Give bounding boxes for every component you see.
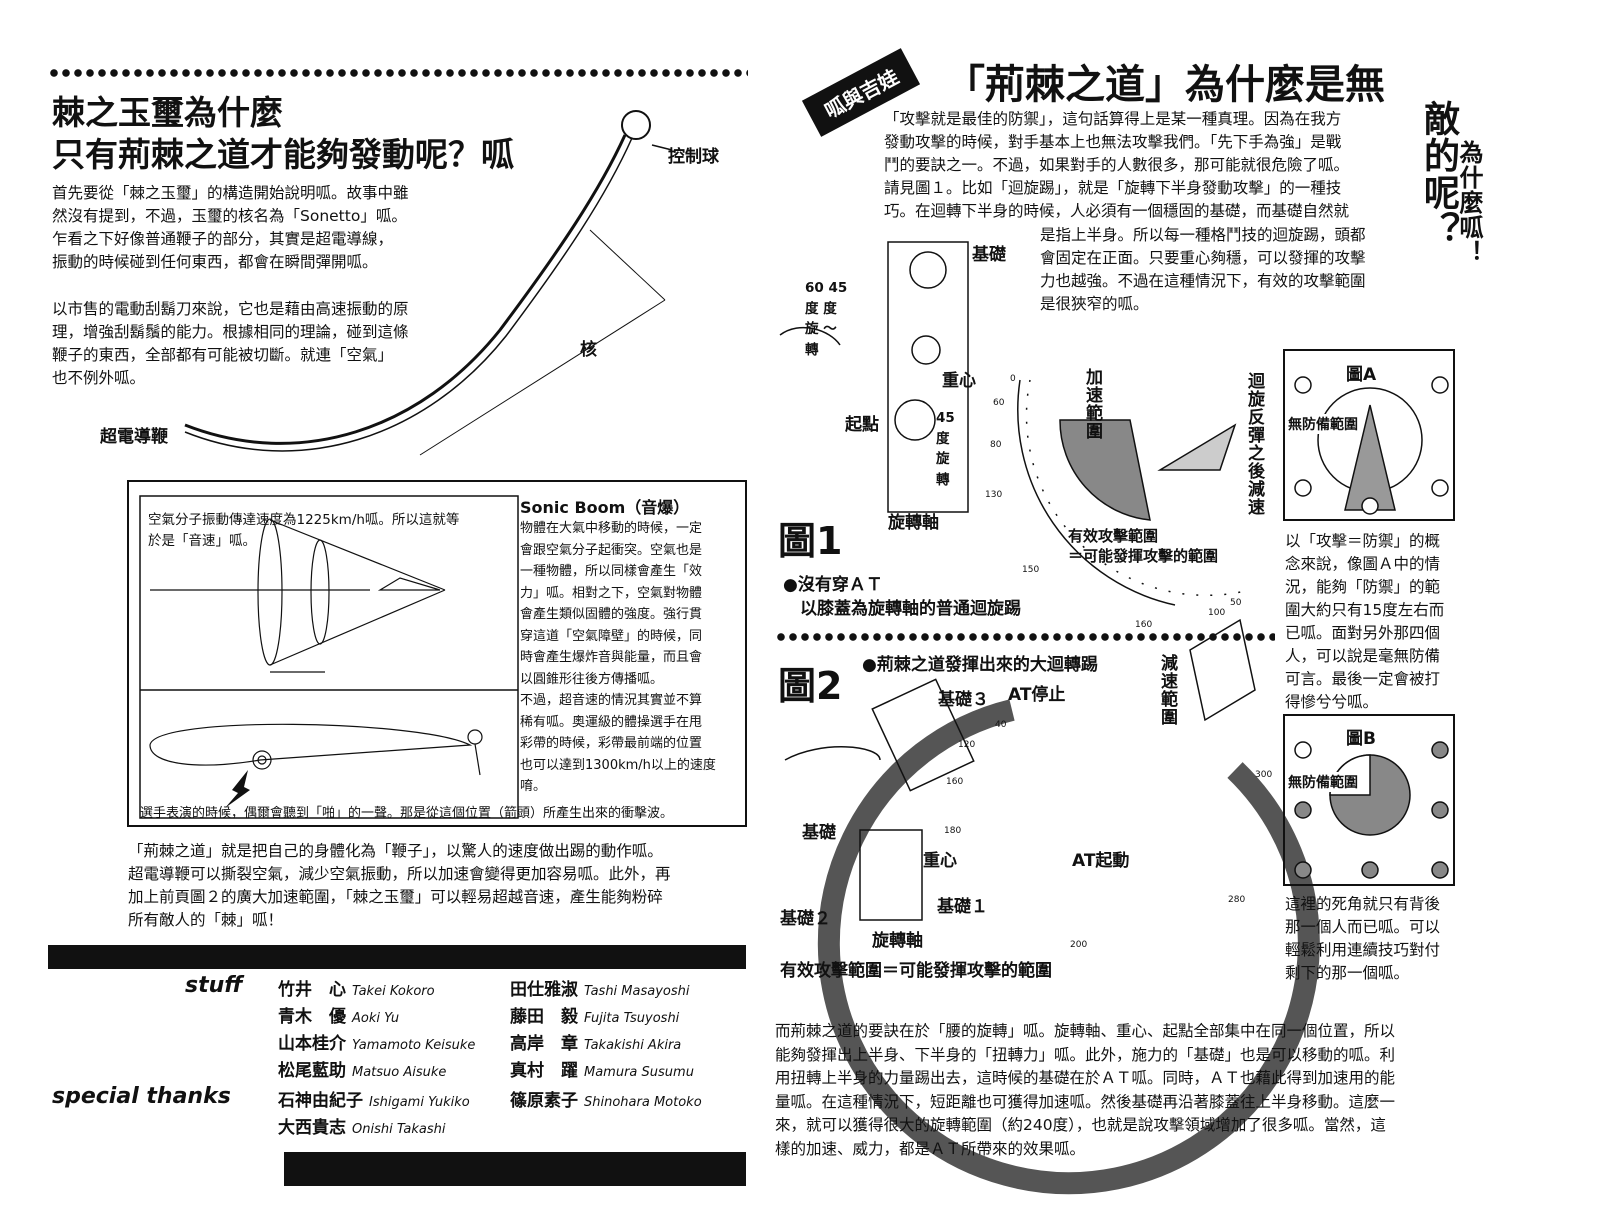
fig1-label-base: 基礎 (972, 245, 1006, 265)
fig1-caption-1: ●沒有穿ＡＴ (783, 575, 883, 595)
fig2-tick: 300 (1255, 770, 1273, 780)
fig2-label-at-stop: AT停止 (1008, 685, 1066, 705)
fig2-label-base: 基礎 (802, 823, 836, 843)
special-thanks-label: special thanks (52, 1084, 231, 1109)
whip-illustration (184, 110, 673, 456)
label-whip: 超電導鞭 (100, 427, 168, 447)
left-paragraph-3: 「荊棘之道」就是把自己的身體化為「鞭子」，以驚人的速度做出踢的動作呱。 超電導鞭… (128, 842, 671, 929)
diagram-a-label: 無防備範圍 (1288, 414, 1358, 434)
fig1-label-center: 重心 (942, 371, 976, 391)
fig1-label-angle: 60 45 度 度 旋 〜 轉 (805, 280, 848, 358)
dotted-divider (775, 632, 1275, 642)
fig2-label-base3: 基礎３ (938, 690, 989, 710)
fig1-tick: 60 (993, 398, 1005, 408)
figure-2-number: 圖2 (778, 664, 843, 708)
fig2-label-effective: 有效攻擊範圍＝可能發揮攻擊的範圍 (780, 961, 1052, 981)
fig2-label-base1: 基礎１ (937, 897, 988, 917)
fig1-tick: 50 (1230, 598, 1242, 608)
right-title-vertical: 敵的呢？ (1418, 100, 1459, 248)
fig2-tick: 180 (944, 826, 962, 836)
fig1-label-effective: 有效攻擊範圍 ＝可能發揮攻擊的範圍 (1068, 527, 1219, 565)
fig2-tick: 160 (946, 777, 964, 787)
fig2-label-axis: 旋轉軸 (872, 931, 923, 951)
diagram-b-title: 圖B (1346, 729, 1376, 749)
right-paragraph-2: 而荊棘之道的要訣在於「腰的旋轉」呱。旋轉軸、重心、起點全部集中在同一個位置，所以… (775, 1022, 1396, 1158)
fig2-tick: 280 (1228, 895, 1246, 905)
diagram-b-label: 無防備範圍 (1288, 772, 1358, 792)
diagram-b-text: 這裡的死角就只有背後 那一個人而已呱。可以 輕鬆利用連續技巧對付 剩下的那一個呱… (1285, 895, 1441, 982)
fig1-tick: 0 (1010, 374, 1016, 384)
fig1-label-accel: 加速範圍 (1082, 368, 1102, 440)
figure-1-number: 圖1 (778, 519, 843, 563)
fig1-tick: 160 (1135, 620, 1153, 630)
label-control-ball: 控制球 (668, 147, 719, 167)
fig2-label-center: 重心 (923, 851, 957, 871)
fig1-tick: 130 (985, 490, 1003, 500)
fig2-label-at-start: AT起動 (1072, 851, 1130, 871)
fig1-tick: 100 (1208, 608, 1226, 618)
diagram-a-text: 以「攻擊＝防禦」的概 念來說，像圖Ａ中的情 況，能夠「防禦」的範 圍大約只有15… (1285, 532, 1445, 711)
right-paragraph-1: 「攻擊就是最佳的防禦」，這句話算得上是某一種真理。因為在我方 發動攻擊的時候，對… (884, 110, 1350, 220)
fig2-label-base2: 基礎２ (780, 909, 831, 929)
figure2-diagram (784, 618, 1320, 1195)
black-bar-bottom (284, 1152, 746, 1186)
diagram-a-title: 圖A (1346, 365, 1377, 385)
sound-speed-text: 空氣分子振動傳達速度為1225km/h呱。所以這就等 於是「音速」呱。 (148, 512, 460, 549)
fig2-tick: 120 (958, 740, 976, 750)
sonic-boom-box (127, 480, 747, 827)
fig2-tick: 40 (995, 720, 1007, 730)
dotted-divider (48, 68, 748, 78)
box-caption: 選手表演的時候，偶爾會聽到「啪」的一聲。那是從這個位置（箭頭）所產生出來的衝擊波… (140, 806, 674, 821)
fig2-label-decel: 減速範圍 (1157, 654, 1177, 726)
diagram-a (1283, 349, 1455, 521)
left-paragraph-2: 以市售的電動刮鬍刀來說，它也是藉由高速振動的原 理，增強刮鬍鬚的能力。根據相同的… (52, 300, 409, 387)
right-title: 「荊棘之道」為什麼是無 (945, 62, 1385, 108)
sonic-boom-title: Sonic Boom（音爆） (520, 498, 690, 517)
fig1-label-rebound: 迴旋反彈之後減速 (1244, 372, 1264, 516)
stuff-label: stuff (185, 973, 243, 998)
fig2-heading: ●荊棘之道發揮出來的大迴轉踢 (862, 655, 1098, 675)
right-paragraph-1b: 是指上半身。所以每一種格鬥技的迴旋踢，頭都 會固定在正面。只要重心夠穩，可以發揮… (1040, 226, 1366, 313)
fig1-tick: 80 (990, 440, 1002, 450)
fig1-label-angle2: 45 度 旋 轉 (936, 410, 955, 488)
label-core: 核 (580, 340, 597, 360)
figure1-diagram (779, 241, 1251, 606)
fig1-label-start: 起點 (845, 415, 879, 435)
fig1-caption-2: 以膝蓋為旋轉軸的普通迴旋踢 (800, 599, 1021, 619)
right-title-vertical-2: 為什麼呱！ (1455, 140, 1483, 265)
left-title: 棘之玉璽為什麼 只有荊棘之道才能夠發動呢？呱 (52, 93, 514, 174)
fig2-tick: 200 (1070, 940, 1088, 950)
black-bar (48, 945, 746, 969)
fig1-label-axis: 旋轉軸 (888, 513, 939, 533)
left-paragraph-1: 首先要從「棘之玉璽」的構造開始說明呱。故事中雖 然沒有提到，不過，玉璽的核名為「… (52, 184, 409, 271)
fig1-tick: 150 (1022, 565, 1040, 575)
sonic-cone-diagram (149, 518, 483, 776)
sonic-boom-body: 物體在大氣中移動的時候，一定 會跟空氣分子起衝突。空氣也是 一種物體，所以同樣會… (520, 521, 716, 794)
